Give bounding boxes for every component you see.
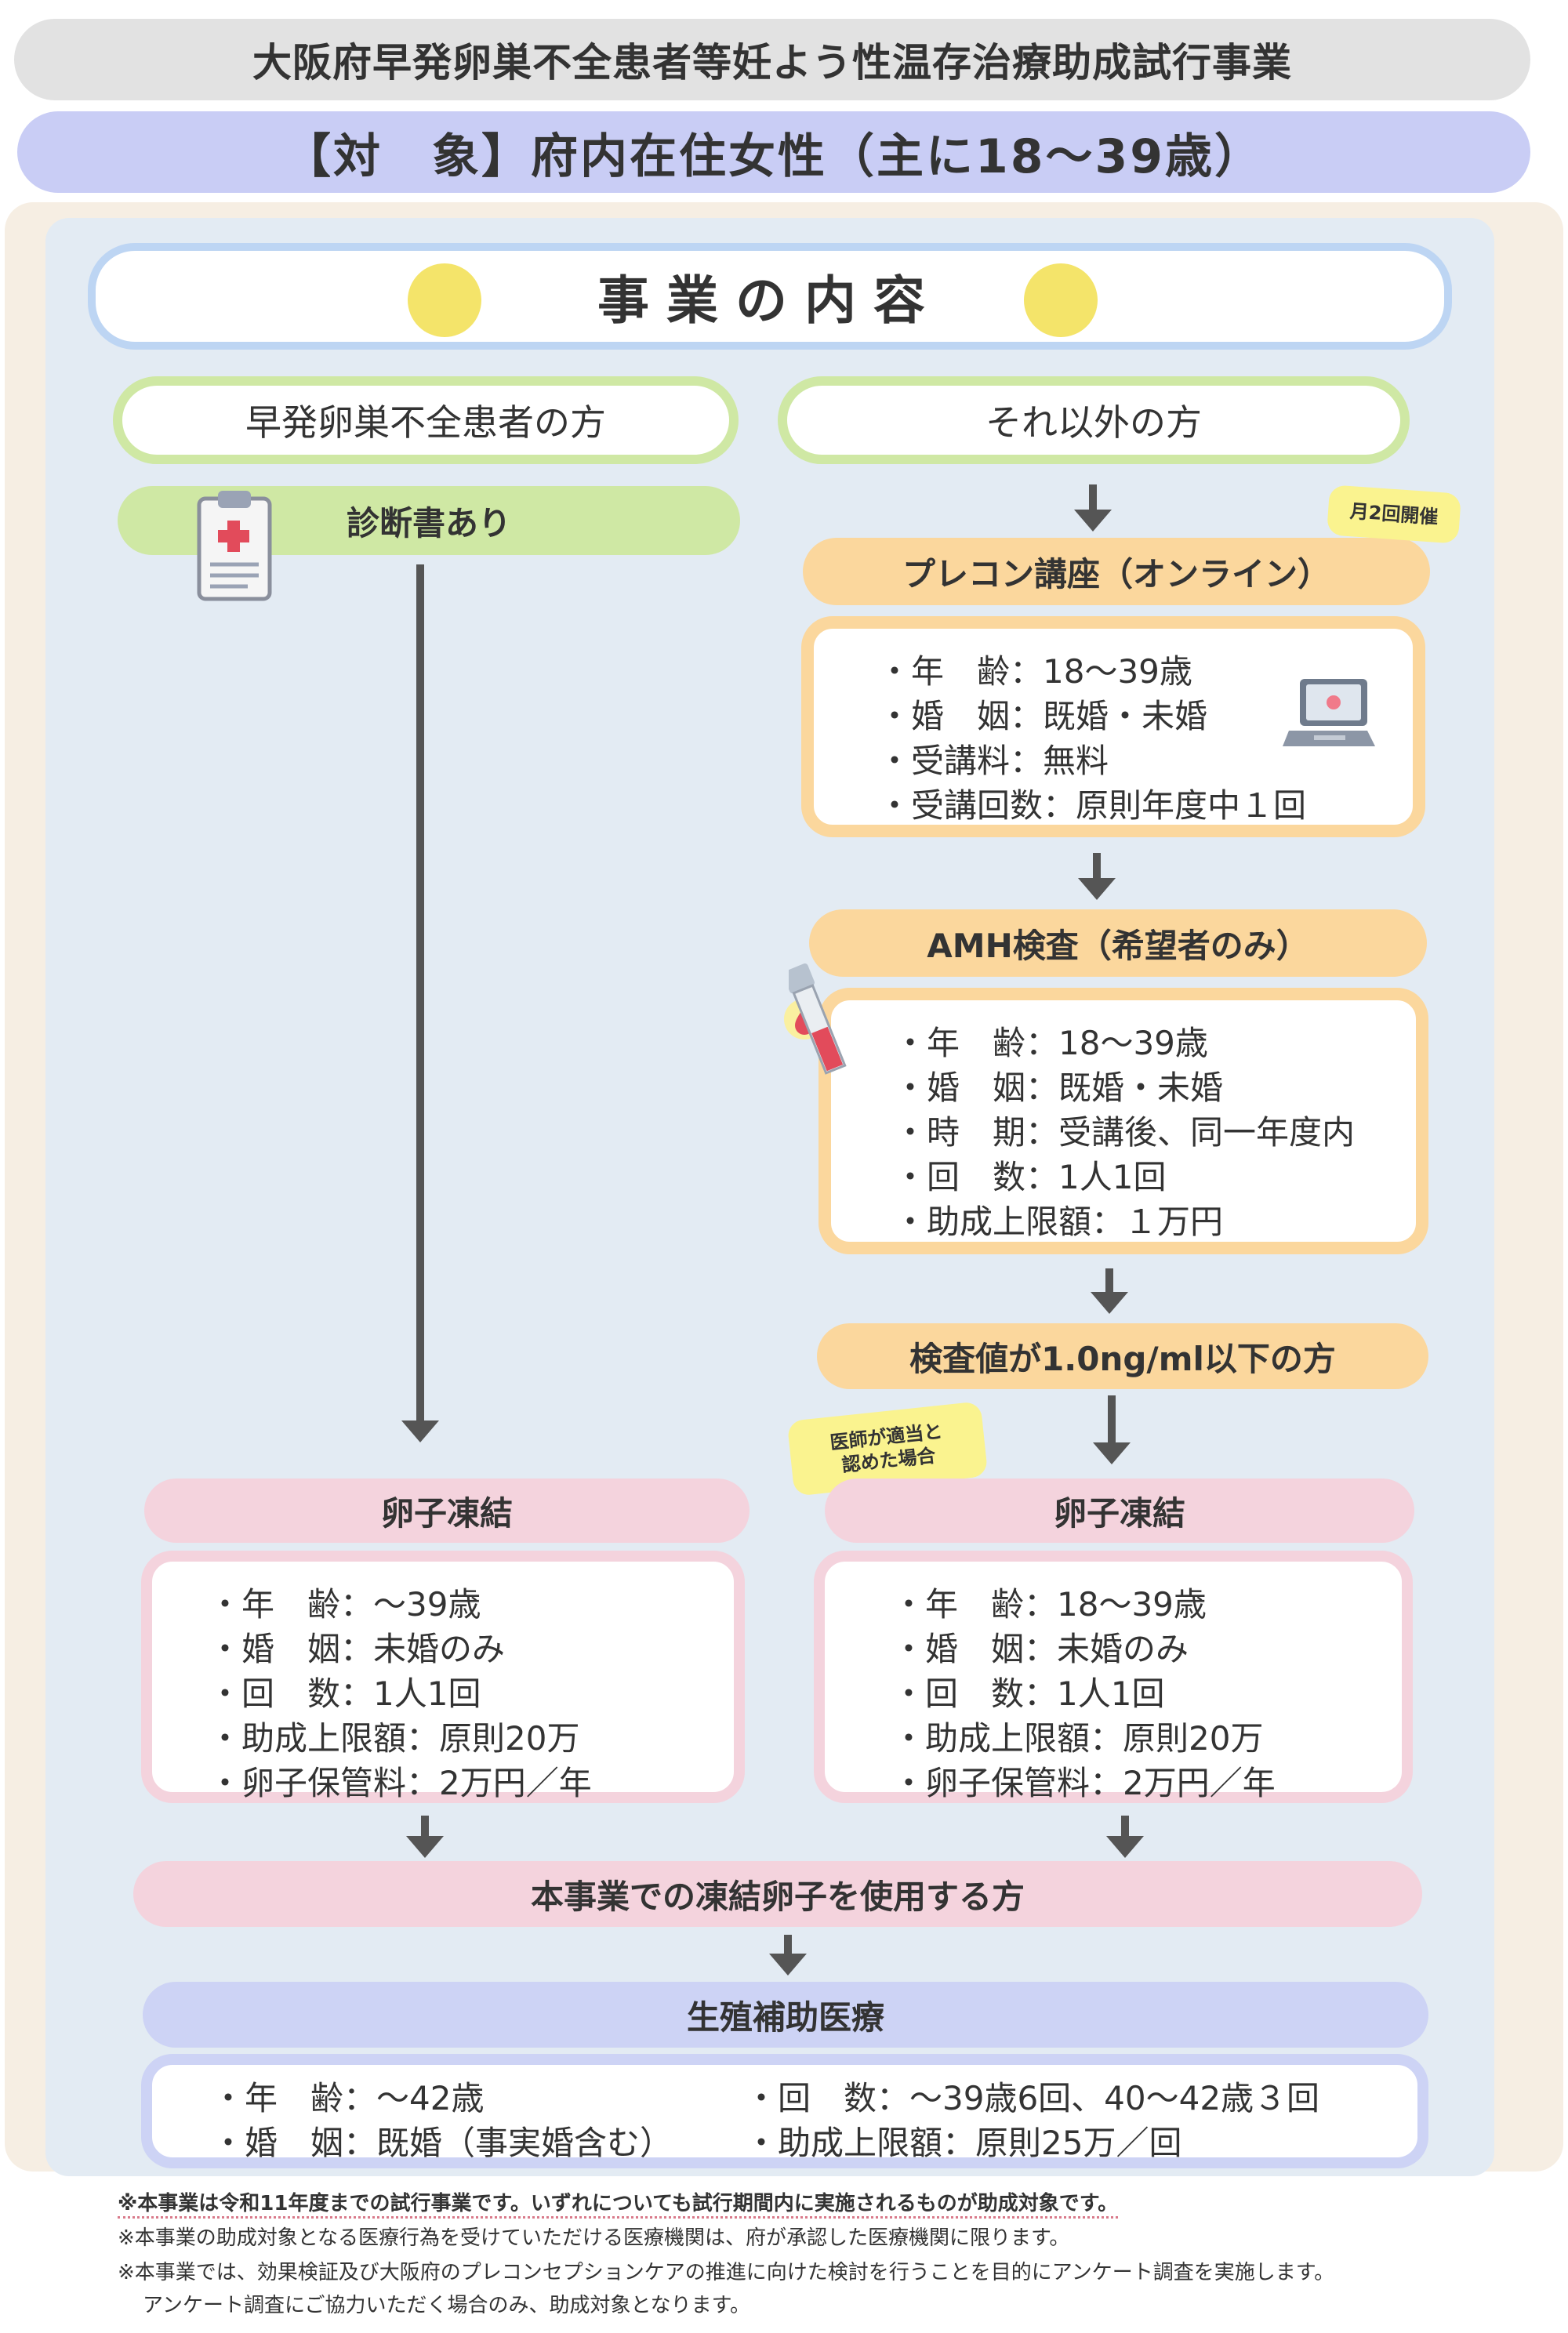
amh-item: ・助成上限額：１万円 [894,1203,1224,1241]
left-freeze-list: ・年 齢：～39歳 ・婚 姻：未婚のみ ・回 数：1人1回 ・助成上限額：原則2… [209,1582,734,1805]
art-item: ・回 数：～39歳6回、40～42歳３回 [745,2079,1320,2117]
amh-item: ・時 期：受講後、同一年度内 [894,1113,1356,1152]
merge-label-text: 本事業での凍結卵子を使用する方 [530,1877,1025,1916]
arrow-to-precon-stem [1089,484,1097,513]
arrow-to-amh-head [1078,878,1116,900]
threshold-label-text: 検査値が1.0ng/ml以下の方 [909,1339,1336,1378]
right-arrow-to-merge-head [1106,1836,1144,1858]
amh-item: ・婚 姻：既婚・未婚 [894,1069,1224,1107]
art-label: 生殖補助医療 [143,1982,1428,2048]
right-heading-text: それ以外の方 [985,401,1202,444]
right-heading: それ以外の方 [778,376,1410,464]
art-list-left: ・年 齢：～42歳 ・婚 姻：既婚（事実婚含む） [212,2076,745,2162]
arrow-to-threshold-stem [1105,1268,1113,1295]
right-freeze-item: ・婚 姻：未婚のみ [892,1630,1189,1668]
right-freeze-list: ・年 齢：18～39歳 ・婚 姻：未婚のみ ・回 数：1人1回 ・助成上限額：原… [892,1582,1402,1805]
right-freeze-item: ・助成上限額：原則20万 [892,1719,1264,1758]
note-medical-institutions: ※本事業の助成対象となる医療行為を受けていただける医療機関は、府が承認した医療機… [118,2226,1070,2250]
yellow-dot-right [1024,263,1098,337]
amh-list: ・年 齢：18～39歳 ・婚 姻：既婚・未婚 ・時 期：受講後、同一年度内 ・回… [894,1021,1416,1244]
arrow-to-threshold-head [1091,1292,1128,1314]
right-arrow-to-merge-stem [1121,1816,1129,1839]
amh-item: ・年 齢：18～39歳 [894,1024,1208,1062]
left-arrow-to-merge-stem [421,1816,429,1839]
threshold-label: 検査値が1.0ng/ml以下の方 [817,1323,1428,1389]
note-survey: ※本事業では、効果検証及び大阪府のプレコンセプションケアの推進に向けた検討を行う… [118,2261,1335,2284]
right-freeze-label-text: 卵子凍結 [1053,1493,1185,1533]
amh-label: AMH検査（希望者のみ） [809,909,1427,977]
arrow-to-right-freeze-stem [1108,1395,1116,1446]
arrow-to-right-freeze-head [1093,1442,1131,1464]
merge-label: 本事業での凍結卵子を使用する方 [133,1861,1422,1927]
laptop-icon [1283,679,1375,746]
left-freeze-item: ・婚 姻：未婚のみ [209,1630,506,1668]
left-freeze-item: ・助成上限額：原則20万 [209,1719,580,1758]
left-freeze-label-text: 卵子凍結 [380,1493,513,1533]
amh-item: ・回 数：1人1回 [894,1158,1167,1196]
note-survey-condition: アンケート調査にご協力いただく場合のみ、助成対象となります。 [143,2294,751,2317]
precon-bubble-text: 月2回開催 [1348,500,1439,528]
clipboard-icon [197,491,272,601]
precon-item: ・婚 姻：既婚・未婚 [878,697,1208,735]
amh-box: ・年 齢：18～39歳 ・婚 姻：既婚・未婚 ・時 期：受講後、同一年度内 ・回… [818,988,1428,1254]
right-freeze-label: 卵子凍結 [825,1479,1414,1543]
right-freeze-box: ・年 齢：18～39歳 ・婚 姻：未婚のみ ・回 数：1人1回 ・助成上限額：原… [814,1551,1413,1803]
right-freeze-item: ・回 数：1人1回 [892,1674,1165,1713]
arrow-to-amh-stem [1093,853,1101,881]
precon-item: ・年 齢：18～39歳 [878,652,1192,691]
left-arrow-head [401,1420,439,1442]
amh-label-text: AMH検査（希望者のみ） [927,926,1309,965]
section-title: 事業の内容 [597,270,942,331]
precon-item: ・受講料：無料 [878,742,1109,780]
test-tube-icon [789,963,847,1075]
art-box: ・年 齢：～42歳 ・婚 姻：既婚（事実婚含む） ・回 数：～39歳6回、40～… [141,2054,1428,2168]
precon-box: ・年 齢：18～39歳 ・婚 姻：既婚・未婚 ・受講料：無料 ・受講回数：原則年… [801,616,1425,837]
right-freeze-item: ・卵子保管料：2万円／年 [892,1764,1276,1802]
section-header: 事業の内容 [88,243,1452,350]
left-freeze-item: ・年 齢：～39歳 [209,1585,481,1624]
precon-item: ・受講回数：原則年度中１回 [878,786,1307,825]
art-list-right: ・回 数：～39歳6回、40～42歳３回 ・助成上限額：原則25万／回 [745,2076,1320,2162]
art-item: ・年 齢：～42歳 [212,2079,485,2117]
precon-label: プレコン講座（オンライン） [803,538,1430,605]
left-freeze-item: ・回 数：1人1回 [209,1674,481,1713]
left-freeze-label: 卵子凍結 [144,1479,750,1543]
diagnosis-label-text: 診断書あり [346,503,511,542]
left-freeze-item: ・卵子保管料：2万円／年 [209,1764,592,1802]
arrow-to-precon-head [1074,510,1112,532]
left-freeze-box: ・年 齢：～39歳 ・婚 姻：未婚のみ ・回 数：1人1回 ・助成上限額：原則2… [141,1551,745,1803]
art-label-text: 生殖補助医療 [686,1997,884,2037]
arrow-to-art-head [769,1954,807,1976]
left-arrow-to-merge-head [406,1836,444,1858]
program-title: 大阪府早発卵巣不全患者等妊よう性温存治療助成試行事業 [14,19,1530,100]
note-trial-period: ※本事業は令和11年度までの試行事業です。いずれについても試行期間内に実施される… [118,2187,1119,2219]
left-heading: 早発卵巣不全患者の方 [113,376,739,464]
left-arrow-stem [416,564,424,1425]
precon-bubble: 月2回開催 [1326,484,1462,544]
yellow-dot-left [408,263,481,337]
precon-list: ・年 齢：18～39歳 ・婚 姻：既婚・未婚 ・受講料：無料 ・受講回数：原則年… [878,649,1413,828]
target-banner: 【対 象】府内在住女性（主に18～39歳） [17,111,1530,193]
art-item: ・助成上限額：原則25万／回 [745,2124,1182,2162]
precon-label-text: プレコン講座（オンライン） [902,554,1330,593]
art-item: ・婚 姻：既婚（事実婚含む） [212,2124,673,2162]
left-heading-text: 早発卵巣不全患者の方 [245,401,606,444]
arrow-to-art-stem [784,1935,792,1957]
right-freeze-item: ・年 齢：18～39歳 [892,1585,1207,1624]
